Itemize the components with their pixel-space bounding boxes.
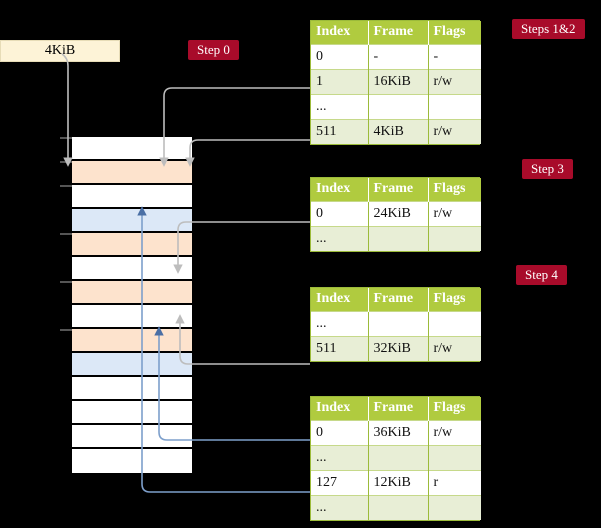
memory-frame-row bbox=[72, 257, 192, 281]
table-header-flags: Flags bbox=[428, 21, 481, 44]
table-cell-frame bbox=[368, 225, 429, 251]
table-row: ... bbox=[311, 444, 481, 470]
memory-frame-row bbox=[60, 137, 192, 161]
physical-memory-column bbox=[60, 135, 194, 475]
table-cell-flags: r/w bbox=[428, 335, 481, 361]
table-header-index: Index bbox=[311, 21, 369, 44]
table-header-index: Index bbox=[311, 397, 369, 420]
table-header-frame: Frame bbox=[368, 288, 429, 311]
table-cell-index: 127 bbox=[311, 469, 369, 495]
memory-frame-row bbox=[60, 233, 192, 257]
table-cell-index: 0 bbox=[311, 43, 369, 69]
memory-row-tick bbox=[60, 137, 72, 139]
step-badge-steps12: Steps 1&2 bbox=[512, 19, 585, 39]
memory-frame-row bbox=[60, 185, 192, 209]
table-cell-flags: r/w bbox=[428, 200, 481, 226]
table-cell-flags bbox=[428, 310, 481, 336]
memory-frame-row bbox=[72, 401, 192, 425]
wire-step0 bbox=[61, 53, 73, 167]
table-cell-index: 0 bbox=[311, 419, 369, 445]
memory-frame-row bbox=[72, 353, 192, 377]
table-header-flags: Flags bbox=[428, 288, 481, 311]
memory-row-tick bbox=[60, 233, 72, 235]
table-header-frame: Frame bbox=[368, 397, 429, 420]
table-cell-flags bbox=[428, 494, 481, 520]
table-row: ... bbox=[311, 225, 481, 251]
step-badge-step3: Step 3 bbox=[522, 159, 573, 179]
table-row: ... bbox=[311, 93, 481, 119]
step-badge-step4: Step 4 bbox=[516, 265, 567, 285]
table-cell-flags: - bbox=[428, 43, 481, 69]
table-header-index: Index bbox=[311, 288, 369, 311]
table-cell-index: ... bbox=[311, 93, 369, 119]
table-row: ... bbox=[311, 310, 481, 336]
table-cell-frame: 16KiB bbox=[368, 68, 429, 94]
table-cell-flags bbox=[428, 93, 481, 119]
table-cell-flags bbox=[428, 225, 481, 251]
virtual-address-label: 4KiB bbox=[44, 43, 76, 58]
memory-frame-row bbox=[72, 449, 192, 473]
memory-frame-row bbox=[72, 377, 192, 401]
table-cell-flags bbox=[428, 444, 481, 470]
memory-row-tick bbox=[60, 161, 72, 163]
table-cell-frame bbox=[368, 494, 429, 520]
table-cell-index: 511 bbox=[311, 335, 369, 361]
table-cell-frame: 32KiB bbox=[368, 335, 429, 361]
wire-step12-out bbox=[185, 139, 310, 167]
table-cell-index: ... bbox=[311, 494, 369, 520]
table-cell-index: ... bbox=[311, 310, 369, 336]
wire-step3 bbox=[173, 221, 310, 274]
table-cell-index: 1 bbox=[311, 68, 369, 94]
table-cell-flags: r/w bbox=[428, 419, 481, 445]
table-header-frame: Frame bbox=[368, 178, 429, 201]
table-cell-index: ... bbox=[311, 225, 369, 251]
table-cell-frame: 12KiB bbox=[368, 469, 429, 495]
table-cell-index: 511 bbox=[311, 118, 369, 144]
memory-frame-row bbox=[60, 329, 192, 353]
virtual-address-box: 4KiB bbox=[0, 40, 120, 62]
memory-frame-row bbox=[60, 281, 192, 305]
step-badge-step0: Step 0 bbox=[188, 40, 239, 60]
memory-row-tick bbox=[60, 185, 72, 187]
table-header-index: Index bbox=[311, 178, 369, 201]
memory-frame-row bbox=[72, 305, 192, 329]
table-cell-frame bbox=[368, 444, 429, 470]
table-cell-frame bbox=[368, 93, 429, 119]
table-cell-frame: 24KiB bbox=[368, 200, 429, 226]
table-cell-flags: r/w bbox=[428, 68, 481, 94]
table-cell-frame: 4KiB bbox=[368, 118, 429, 144]
table-row: 0-- bbox=[311, 43, 481, 69]
table-cell-index: 0 bbox=[311, 200, 369, 226]
table-cell-frame bbox=[368, 310, 429, 336]
memory-row-tick bbox=[60, 329, 72, 331]
table-cell-frame: - bbox=[368, 43, 429, 69]
wire-step4 bbox=[175, 314, 310, 365]
table-cell-index: ... bbox=[311, 444, 369, 470]
table-header-frame: Frame bbox=[368, 21, 429, 44]
table-cell-flags: r bbox=[428, 469, 481, 495]
memory-row-tick bbox=[60, 281, 72, 283]
memory-frame-row bbox=[72, 209, 192, 233]
table-cell-flags: r/w bbox=[428, 118, 481, 144]
table-row: ... bbox=[311, 494, 481, 520]
memory-frame-row bbox=[72, 425, 192, 449]
table-header-flags: Flags bbox=[428, 178, 481, 201]
memory-frame-row bbox=[60, 161, 192, 185]
table-header-flags: Flags bbox=[428, 397, 481, 420]
table-cell-frame: 36KiB bbox=[368, 419, 429, 445]
